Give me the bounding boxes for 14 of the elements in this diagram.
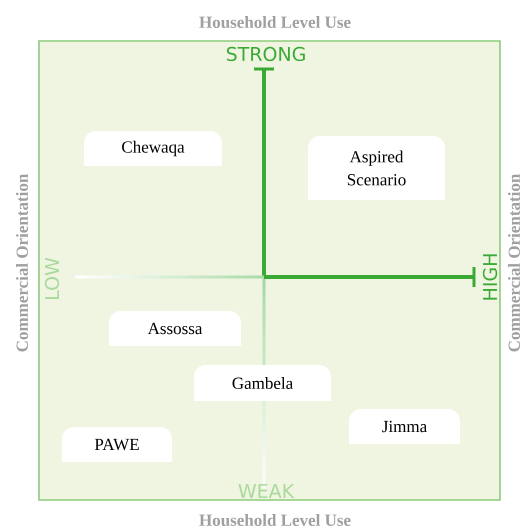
label-box: Chewaqa: [84, 131, 222, 166]
label-box: PAWE: [62, 427, 172, 462]
axis-end-label: LOW: [44, 258, 60, 299]
label-box: Assossa: [109, 311, 241, 346]
axis-end-label: STRONG: [226, 46, 305, 62]
axis-title: Commercial Orientation: [508, 174, 520, 352]
label-box: Aspired Scenario: [308, 136, 445, 200]
label-box: Jimma: [349, 409, 460, 444]
axis-title: Household Level Use: [199, 514, 351, 526]
axis-end-label: WEAK: [238, 484, 295, 498]
axis-end-label: HIGH: [482, 254, 498, 300]
axis-title: Commercial Orientation: [16, 174, 28, 352]
axis-title: Household Level Use: [199, 16, 351, 28]
label-box: Gambela: [194, 365, 331, 401]
